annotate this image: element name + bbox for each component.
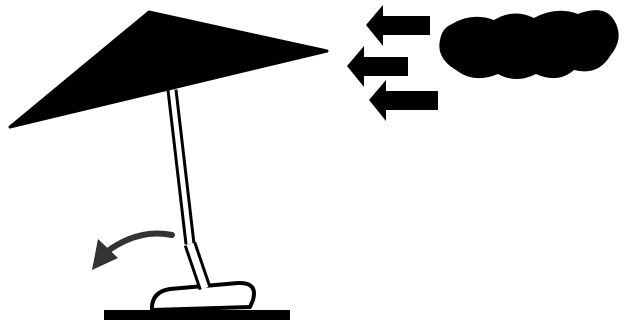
umbrella-canopy-icon	[10, 12, 327, 127]
wind-cloud-icon	[439, 10, 618, 79]
umbrella-pole-icon	[172, 90, 205, 288]
wind-arrow-icon	[369, 80, 438, 121]
ground-line	[104, 310, 290, 320]
wind-arrow-icon	[366, 5, 430, 46]
wind-arrows	[347, 5, 438, 121]
curved-arrow-icon	[92, 233, 172, 270]
wind-arrow-icon	[347, 46, 408, 87]
